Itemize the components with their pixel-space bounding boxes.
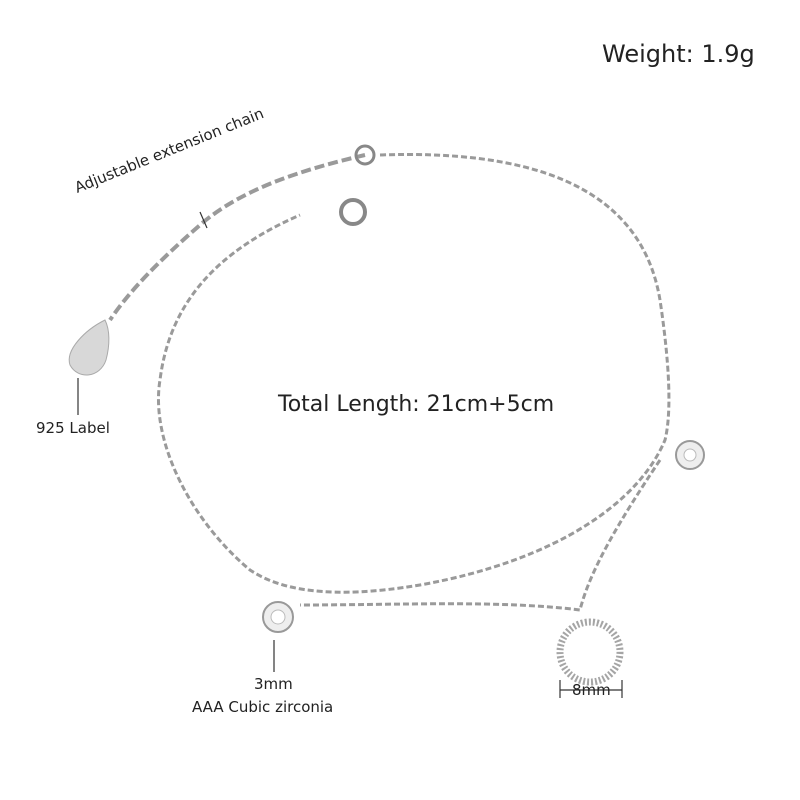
zircon-stone-right <box>675 440 705 470</box>
stone-size-label: 3mm <box>254 675 293 693</box>
end-ring <box>354 144 376 166</box>
925-tag <box>68 319 110 376</box>
extension-chain <box>108 153 366 322</box>
925-label: 925 Label <box>36 419 110 437</box>
inner-chain <box>299 459 662 612</box>
weight-label: Weight: 1.9g <box>602 40 755 68</box>
circle-pendant <box>556 618 624 686</box>
outer-chain <box>157 153 671 594</box>
spring-clasp <box>339 198 367 226</box>
stone-type-label: AAA Cubic zirconia <box>192 698 334 716</box>
circle-size-label: 8mm <box>572 681 611 699</box>
zircon-stone-left <box>262 601 294 633</box>
total-length-label: Total Length: 21cm+5cm <box>278 392 555 417</box>
